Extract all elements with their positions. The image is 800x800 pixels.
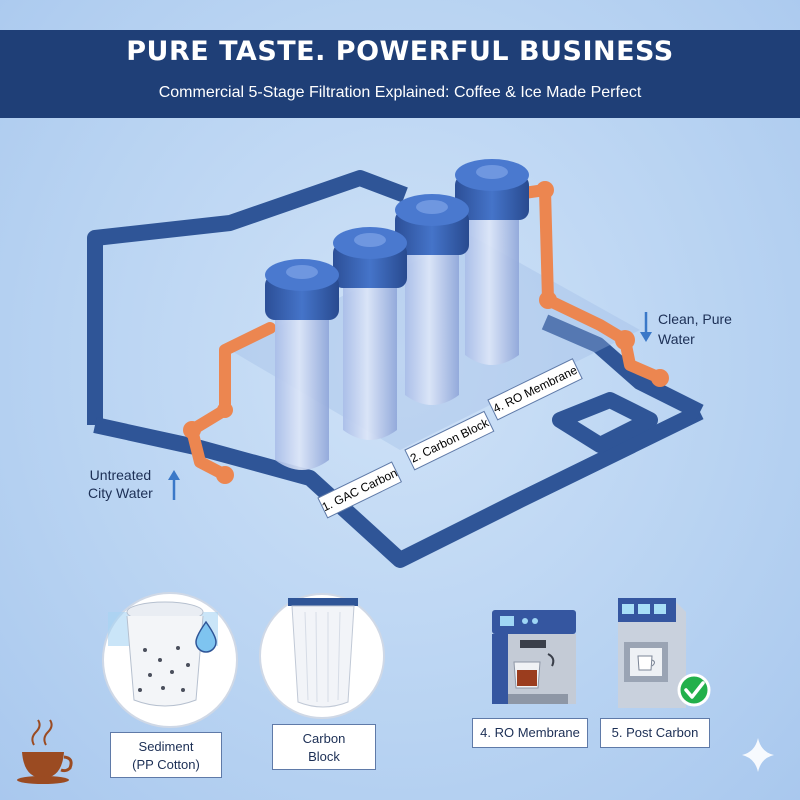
inlet-label: Untreated City Water — [88, 466, 153, 502]
carbon-block-caption-line2: Block — [308, 749, 340, 764]
house-frame — [87, 170, 704, 568]
arrow-down-icon — [640, 312, 652, 342]
sparkle-icon — [742, 738, 774, 772]
outlet-label-line1: Clean, Pure — [658, 311, 732, 327]
inlet-label-line2: City Water — [88, 485, 153, 501]
header-banner — [0, 30, 800, 118]
carbon-block-caption: Carbon Block — [272, 724, 376, 770]
inlet-label-line1: Untreated — [89, 467, 152, 483]
page-subtitle: Commercial 5-Stage Filtration Explained:… — [158, 84, 642, 101]
filter-housing-4 — [455, 159, 529, 365]
sediment-caption-line2: (PP Cotton) — [132, 757, 200, 772]
carbon-block-illustration — [259, 593, 385, 719]
sediment-filter-illustration — [102, 592, 238, 728]
post-carbon-caption: 5. Post Carbon — [600, 718, 710, 748]
page-title: PURE TASTE. POWERFUL BUSINESS — [126, 36, 674, 67]
outlet-label-line2: Water — [658, 331, 695, 347]
ice-machine-illustration — [618, 598, 686, 708]
coffee-cup-icon — [17, 719, 73, 784]
sediment-caption-line1: Sediment — [138, 739, 194, 754]
water-drop-icon — [195, 620, 217, 653]
coffee-machine-illustration — [492, 610, 576, 704]
carbon-block-caption-line1: Carbon — [302, 731, 346, 746]
filter-housing-3 — [395, 194, 469, 405]
sediment-caption: Sediment (PP Cotton) — [110, 732, 222, 778]
outlet-label: Clean, Pure Water — [658, 309, 732, 349]
check-icon — [677, 673, 711, 707]
ro-membrane-caption: 4. RO Membrane — [472, 718, 588, 748]
arrow-up-icon — [168, 470, 180, 500]
pipe-fittings — [183, 181, 669, 484]
filter-housing-2 — [333, 227, 407, 440]
filter-housing-1 — [265, 259, 339, 470]
